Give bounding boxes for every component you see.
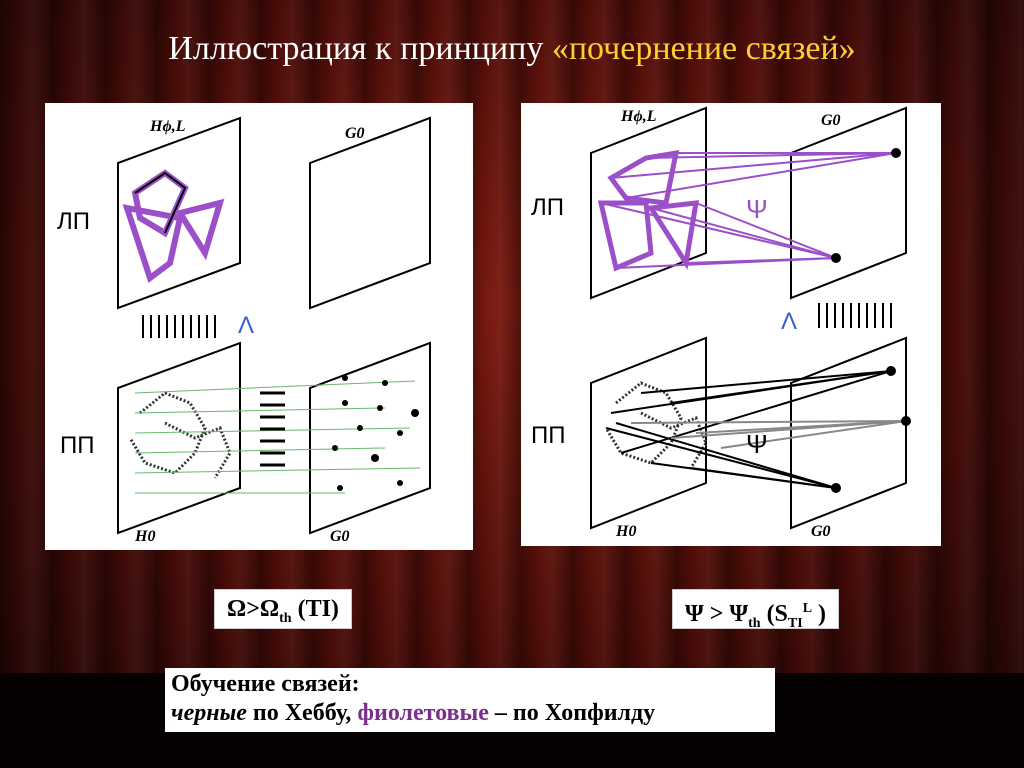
left-up-arrows	[142, 315, 216, 338]
formula-right-tail: )	[812, 601, 827, 627]
right-psi-upper: Ψ	[746, 194, 768, 224]
left-label-h-bottom: H0	[134, 528, 155, 545]
right-psi-lower: Ψ	[746, 429, 768, 459]
formula-right-sup: L	[802, 601, 813, 616]
right-node-b2	[901, 416, 911, 426]
left-diagram-panel: Hϕ,L G0 ЛП Λ ПП H0 G0	[45, 103, 473, 550]
formula-right-sub: th	[748, 615, 761, 631]
right-label-g-bottom: G0	[811, 523, 831, 540]
caption-violet-word: фиолетовые	[357, 700, 489, 726]
right-node-top	[891, 148, 901, 158]
left-label-h-top: Hϕ,L	[149, 118, 186, 135]
left-right-arrows	[260, 391, 285, 467]
right-label-h-bottom: H0	[615, 523, 636, 540]
left-black-edge	[134, 171, 187, 234]
left-violet-triangle	[175, 198, 225, 261]
left-lambda: Λ	[238, 312, 254, 339]
learning-caption: Обучение связей: черные по Хеббу, фиолет…	[165, 668, 775, 732]
right-lambda: Λ	[781, 308, 797, 335]
formula-right-main: Ψ > Ψ	[685, 601, 749, 627]
right-noisy-pattern	[604, 381, 708, 469]
caption-line2: черные по Хеббу, фиолетовые – по Хопфилд…	[171, 699, 769, 728]
left-diagram: Hϕ,L G0 ЛП Λ ПП H0 G0	[57, 116, 431, 545]
left-plane-g-bottom	[309, 341, 431, 535]
slide-title: Иллюстрация к принципу «почернение связе…	[0, 30, 1024, 68]
right-up-arrows	[818, 303, 892, 328]
title-prefix: Иллюстрация к принципу	[168, 30, 552, 67]
right-label-h-top: Hϕ,L	[620, 108, 657, 125]
right-diagram: Hϕ,L G0 ЛП Ψ Λ ПП Ψ H0 G0	[531, 106, 911, 540]
caption-by-hebb: по Хеббу,	[246, 700, 358, 726]
left-label-g-top: G0	[345, 125, 365, 142]
right-node-mid	[831, 253, 841, 263]
left-label-lp: ЛП	[57, 208, 90, 235]
right-label-pp: ПП	[531, 422, 566, 449]
right-plane-g-top	[790, 106, 907, 300]
right-violet-shape-2	[597, 200, 654, 272]
right-plane-g-bottom	[790, 336, 907, 530]
right-diagram-panel: Hϕ,L G0 ЛП Ψ Λ ПП Ψ H0 G0	[521, 103, 941, 546]
caption-by-hopfield: – по Хопфилду	[488, 700, 656, 726]
right-violet-links	[600, 152, 897, 269]
right-node-b3	[831, 483, 841, 493]
formula-left-tail: (TI)	[291, 596, 339, 622]
right-gray-links	[630, 420, 907, 449]
right-label-lp: ЛП	[531, 194, 564, 221]
left-plane-g-top	[309, 116, 431, 310]
right-black-links	[605, 370, 892, 489]
formula-left-sub: th	[279, 610, 292, 626]
formula-right-mid: (S	[760, 601, 788, 627]
formula-right: Ψ > Ψth (STIL )	[672, 589, 840, 631]
left-noisy-pattern	[128, 391, 232, 479]
formula-left-main: Ω>Ω	[227, 596, 280, 622]
left-g-dots	[332, 375, 419, 491]
formula-left: Ω>Ωth (TI)	[214, 589, 352, 629]
right-node-b1	[886, 366, 896, 376]
right-violet-shape-1	[607, 149, 680, 206]
title-highlight: «почернение связей»	[551, 30, 856, 67]
left-plane-h-bottom	[117, 341, 241, 535]
caption-black-word: черные	[171, 700, 247, 726]
left-label-pp: ПП	[60, 432, 95, 459]
right-label-g-top: G0	[821, 112, 841, 129]
left-label-g-bottom: G0	[330, 528, 350, 545]
caption-line1: Обучение связей:	[171, 671, 360, 697]
formula-right-sub2: TI	[787, 615, 803, 631]
left-green-lines	[134, 380, 421, 494]
left-violet-shape-2	[122, 204, 184, 283]
right-violet-triangle	[646, 200, 700, 270]
